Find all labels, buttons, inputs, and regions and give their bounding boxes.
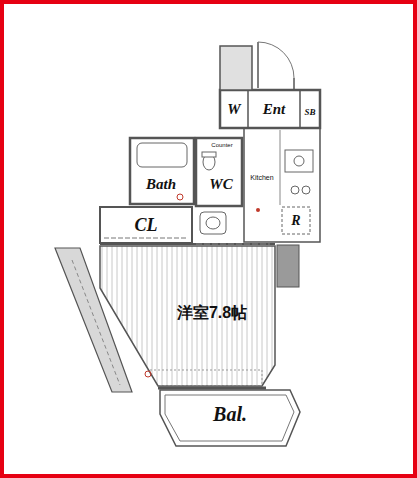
outlet (256, 208, 260, 212)
outlet (145, 371, 151, 377)
room-label: 洋室7.8帖 (177, 304, 247, 322)
fixture-label: Counter (210, 142, 233, 149)
room-label: Bal. (213, 403, 247, 425)
room-label: R (291, 213, 300, 228)
front-door (257, 42, 259, 88)
balcony-inner (165, 395, 294, 441)
washbasin (200, 212, 226, 234)
entry-wall (220, 90, 320, 128)
basin-bowl (206, 217, 220, 229)
balcony-outline (160, 390, 300, 446)
room: WC (201, 171, 241, 197)
room-label: SB (304, 108, 315, 118)
door-line (196, 244, 270, 245)
entry-alcove (220, 46, 252, 90)
kitchen-outline (244, 128, 320, 242)
fridge-space (282, 207, 310, 234)
room: 洋室7.8帖 (157, 298, 267, 328)
room-label: Ent (263, 101, 286, 118)
room: Bal. (195, 399, 265, 429)
room: Ent (250, 94, 298, 124)
room-label: Bath (146, 176, 176, 193)
pillar (277, 245, 299, 287)
angled-wall (55, 248, 132, 392)
bath-wall (130, 138, 194, 204)
burner (302, 186, 310, 194)
fixture (177, 194, 183, 200)
counter-edge (280, 130, 281, 205)
wall (293, 78, 295, 90)
room-floor (100, 246, 275, 386)
sink (285, 150, 313, 172)
burner (291, 186, 299, 194)
closet-door (104, 238, 188, 239)
sink-bowl (294, 156, 304, 166)
room: CL (121, 212, 171, 240)
window-line (72, 260, 120, 385)
wall (247, 90, 249, 128)
sash (158, 387, 266, 390)
fixture-label: Kitchen (249, 174, 274, 182)
room: R (284, 209, 308, 233)
door-swing (258, 42, 294, 78)
room-label: CL (134, 216, 157, 236)
room-label: W (227, 101, 240, 118)
room: W (222, 94, 246, 124)
wall (299, 90, 301, 128)
room-label: WC (209, 176, 232, 193)
closet (100, 207, 192, 243)
wc-wall (196, 138, 242, 206)
toilet-tank (202, 152, 216, 157)
bathtub (137, 143, 187, 167)
room: Bath (132, 171, 190, 197)
room: SB (301, 103, 319, 123)
